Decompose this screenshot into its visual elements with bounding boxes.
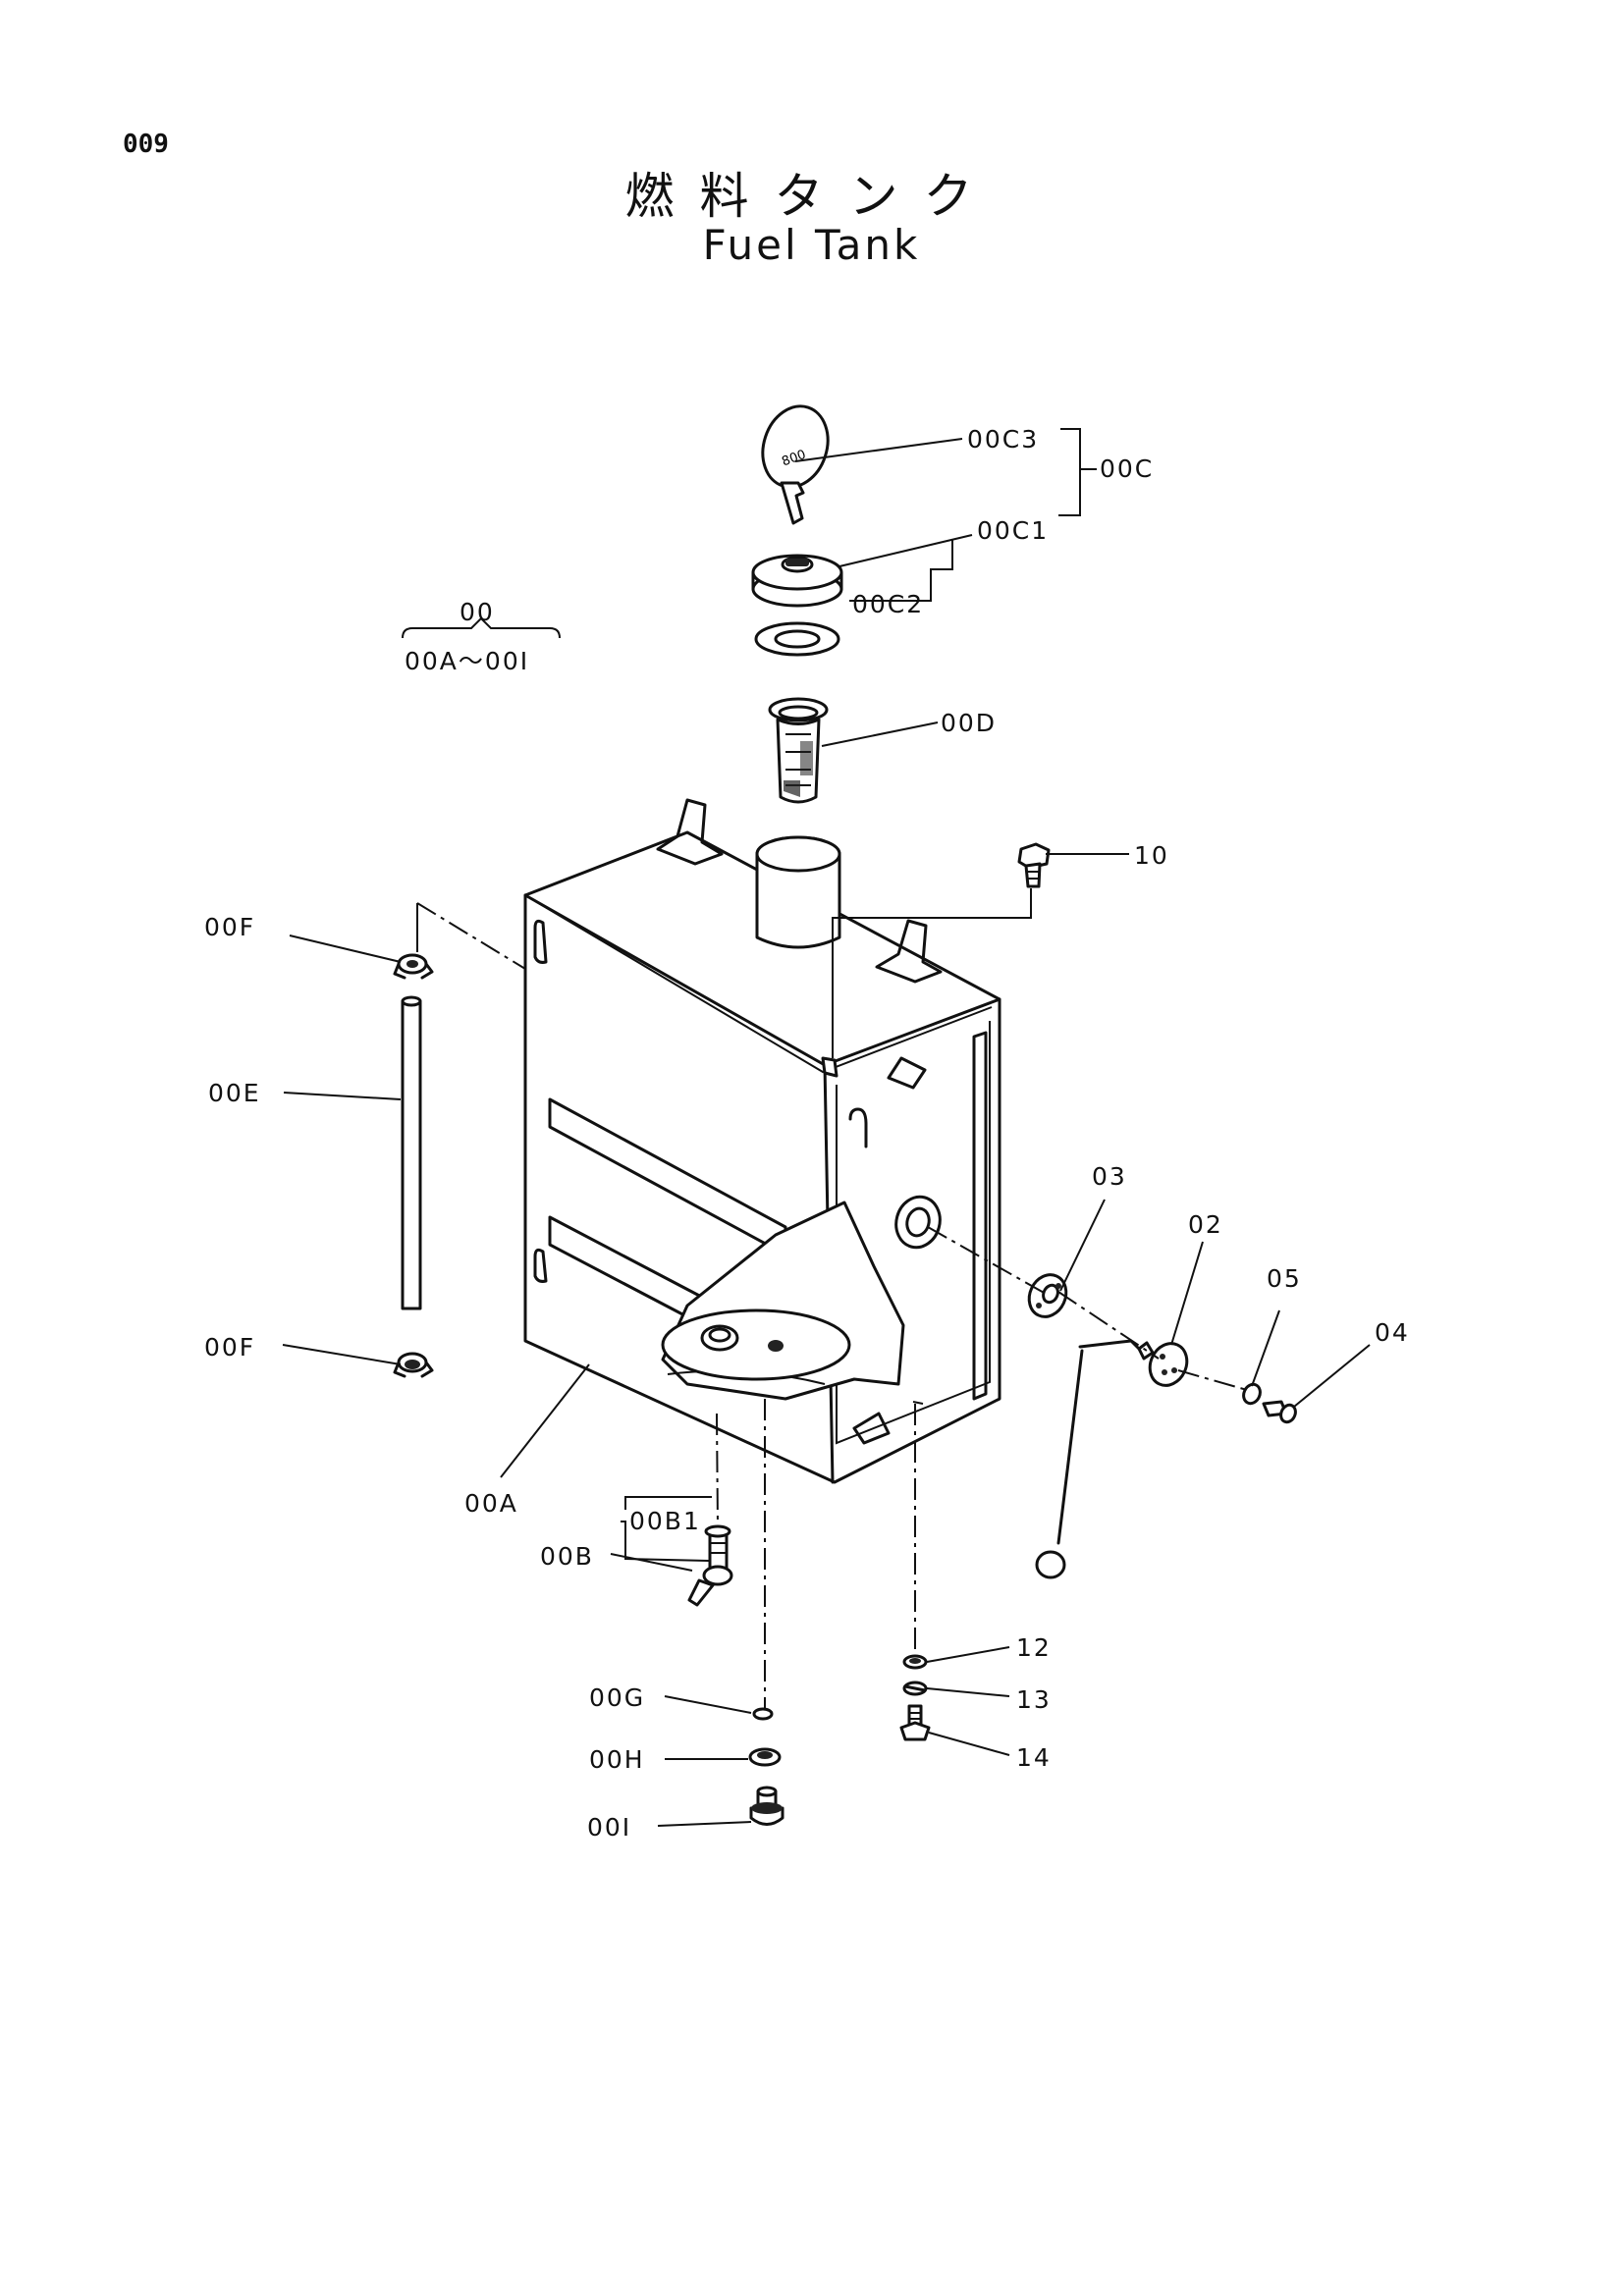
assembly-set-brace [402,616,561,639]
drain-plug-00i [749,1786,784,1826]
label-00c1: 00C1 [977,516,1049,545]
label-12: 12 [1016,1633,1052,1662]
label-00c3: 00C3 [967,425,1039,454]
fuel-level-sender [1035,1339,1189,1579]
bolt-10 [1017,842,1051,888]
cap-gasket [754,621,840,657]
label-00e: 00E [208,1079,261,1107]
screw-04 [1262,1400,1297,1424]
leader-lines [282,428,1371,1827]
fuel-cap [751,554,843,608]
level-gauge-pipe [401,995,422,1310]
bolt-14 [899,1704,931,1741]
label-14: 14 [1016,1743,1052,1772]
label-00f-bottom: 00F [204,1333,255,1362]
sender-gasket [1027,1273,1068,1318]
fuel-tank [523,798,1001,1484]
label-00a: 00A [464,1489,518,1518]
page-number: 009 [123,130,169,159]
label-00h: 00H [589,1745,645,1774]
fuel-strainer [768,697,829,804]
label-05: 05 [1267,1264,1302,1293]
washer-13 [902,1681,928,1696]
title-english: Fuel Tank [702,221,921,269]
pipe-clamp-top [393,953,434,980]
label-00c: 00C [1100,454,1154,483]
label-00: 00 [460,598,495,626]
elbow-fitting [687,1524,733,1607]
label-02: 02 [1188,1210,1223,1239]
washer-12 [902,1654,928,1670]
title-japanese: 燃料タンク [624,168,999,225]
o-ring-00g [752,1707,774,1721]
label-10: 10 [1134,841,1169,870]
label-00b1: 00B1 [629,1507,701,1535]
label-00a-range: 00A～00I [405,647,529,675]
label-04: 04 [1375,1318,1410,1347]
label-00b: 00B [540,1542,594,1571]
label-13: 13 [1016,1685,1052,1714]
label-00d: 00D [941,709,997,737]
pipe-clamp-bottom [393,1352,434,1378]
lock-washer-05 [1242,1382,1262,1406]
label-03: 03 [1092,1162,1127,1191]
label-00c2: 00C2 [852,590,924,618]
label-00i: 00I [587,1813,631,1842]
callout-labels: 00 00A～00I 00C3 00C 00C1 00C2 00D 10 00F… [204,425,1410,1842]
label-00g: 00G [589,1683,645,1712]
label-00f-top: 00F [204,913,255,941]
washer-00h [748,1747,782,1767]
assembly-center-lines [416,902,1248,1708]
